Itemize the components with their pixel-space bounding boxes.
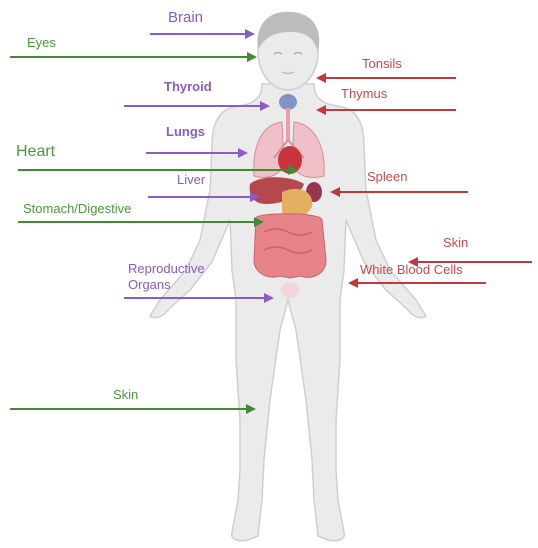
stomach-label: Stomach/Digestive [23, 202, 131, 216]
thyroid-label: Thyroid [164, 80, 212, 94]
heart-label: Heart [16, 143, 55, 161]
white-blood-cells-label: White Blood Cells [360, 263, 463, 277]
bladder-organ [281, 282, 299, 298]
thymus-label: Thymus [341, 87, 387, 101]
lungs-label: Lungs [166, 125, 205, 139]
spleen-label: Spleen [367, 170, 407, 184]
intestines-organ [254, 214, 326, 278]
eyes-label: Eyes [27, 36, 56, 50]
skin-left-label: Skin [113, 388, 138, 402]
thyroid-organ [279, 94, 297, 110]
liver-label: Liver [177, 173, 205, 187]
skin-right-label: Skin [443, 236, 468, 250]
brain-label: Brain [168, 10, 203, 27]
reproductive-label-line1: Reproductive [128, 262, 205, 276]
tonsils-label: Tonsils [362, 57, 402, 71]
reproductive-label-line2: Organs [128, 278, 171, 292]
